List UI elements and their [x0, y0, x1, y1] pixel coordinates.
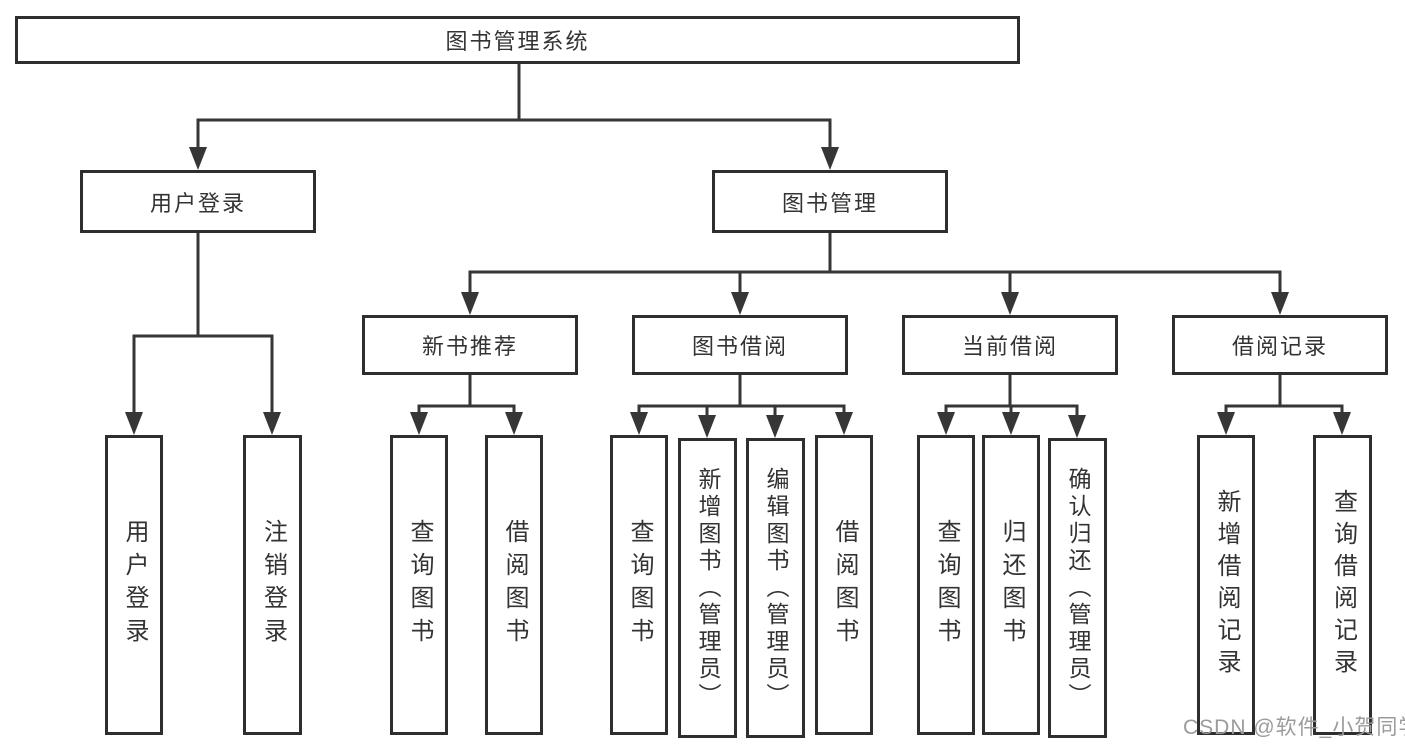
leaf-query-books-recommend: 查询图书: [390, 435, 448, 735]
leaf-edit-books-admin: 编辑图书（管理员）: [746, 438, 805, 738]
node-label: 新增图书（管理员）: [695, 466, 721, 710]
leaf-query-books-borrowing: 查询图书: [610, 435, 668, 735]
node-label: 编辑图书（管理员）: [763, 466, 789, 710]
node-current-borrowing: 当前借阅: [902, 315, 1118, 375]
leaf-logout: 注销登录: [243, 435, 302, 735]
leaf-add-books-admin: 新增图书（管理员）: [678, 438, 737, 738]
node-label: 借阅记录: [1231, 334, 1328, 359]
node-label: 注销登录: [259, 519, 287, 651]
node-label: 图书管理系统: [445, 29, 590, 54]
leaf-query-borrow-record: 查询借阅记录: [1313, 435, 1372, 735]
node-label: 确认归还（管理员）: [1065, 466, 1091, 710]
node-label: 新书推荐: [421, 334, 518, 359]
node-label: 查询图书: [626, 519, 653, 651]
leaf-borrow-books: 借阅图书: [815, 435, 873, 735]
node-label: 查询图书: [406, 519, 433, 651]
node-book-management: 图书管理: [712, 170, 948, 233]
leaf-add-borrow-record: 新增借阅记录: [1197, 435, 1255, 735]
csdn-watermark: CSDN @软件_小贺同学: [1183, 716, 1405, 739]
node-user-login: 用户登录: [80, 170, 316, 233]
node-library-management-system: 图书管理系统: [15, 16, 1020, 64]
node-new-book-recommend: 新书推荐: [362, 315, 578, 375]
node-label: 用户登录: [149, 190, 246, 216]
leaf-query-books-current: 查询图书: [917, 435, 975, 735]
node-borrowing-records: 借阅记录: [1172, 315, 1388, 375]
node-label: 图书管理: [781, 190, 878, 216]
leaf-user-login: 用户登录: [105, 435, 163, 735]
leaf-borrow-books-recommend: 借阅图书: [485, 435, 543, 735]
node-label: 借阅图书: [501, 519, 528, 651]
node-label: 归还图书: [998, 519, 1025, 651]
leaf-confirm-return-admin: 确认归还（管理员）: [1048, 438, 1107, 738]
node-label: 查询借阅记录: [1329, 489, 1357, 681]
node-label: 图书借阅: [691, 334, 788, 359]
node-label: 用户登录: [121, 519, 148, 651]
node-label: 借阅图书: [831, 519, 858, 651]
node-label: 新增借阅记录: [1213, 489, 1240, 681]
node-book-borrowing: 图书借阅: [632, 315, 848, 375]
leaf-return-books: 归还图书: [982, 435, 1040, 735]
node-label: 查询图书: [933, 519, 960, 651]
node-label: 当前借阅: [961, 334, 1058, 359]
